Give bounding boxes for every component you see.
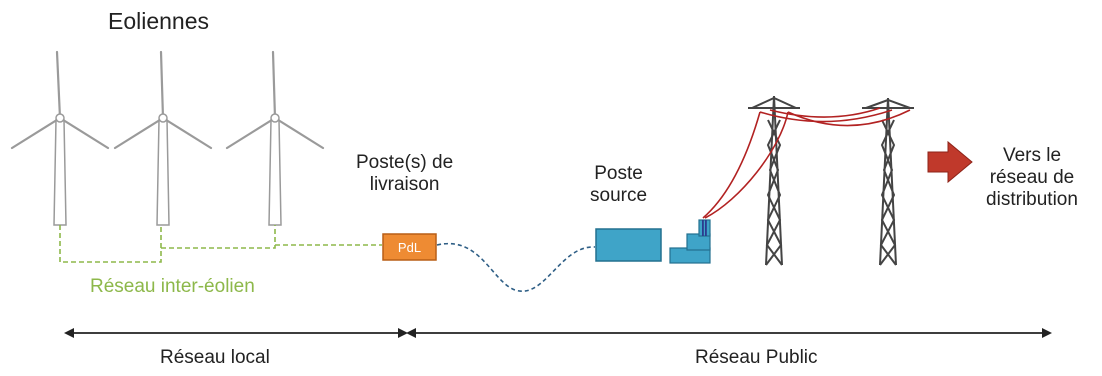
- pdl-label: PdL: [398, 240, 421, 255]
- wind-turbine-1: [10, 50, 110, 226]
- substation-building: [669, 219, 711, 264]
- poste-livraison-label: Poste(s) de livraison: [356, 152, 453, 196]
- poste-source-label: Poste source: [590, 163, 647, 207]
- local-network-range-arrow: [64, 328, 408, 338]
- poste-livraison-line-1: Poste(s) de: [356, 152, 454, 173]
- pylon-1: [748, 95, 800, 266]
- public-network-range-arrow: [406, 328, 1052, 338]
- poste-livraison-line-2: livraison: [369, 173, 440, 195]
- poste-source-line-1: Poste: [594, 163, 643, 184]
- vers-reseau-line-2: réseau de: [989, 166, 1075, 188]
- power-lines: [702, 107, 911, 219]
- pdl-box: [382, 233, 437, 261]
- poste-source-line-2: source: [590, 184, 648, 206]
- reseau-public-label: Réseau Public: [695, 347, 818, 368]
- reseau-inter-eolien-label: Réseau inter-éolien: [90, 276, 255, 297]
- pylon-2: [862, 97, 914, 266]
- vers-reseau-line-3: distribution: [986, 188, 1078, 210]
- vers-reseau-label: Vers le réseau de distribution: [972, 145, 1092, 211]
- turbines-title: Eoliennes: [108, 8, 210, 34]
- hv-cable: [436, 242, 596, 293]
- wind-turbine-3: [225, 50, 325, 226]
- inter-eolien-network: [59, 225, 382, 263]
- reseau-local-label: Réseau local: [160, 347, 270, 368]
- wind-turbine-2: [113, 50, 213, 226]
- vers-reseau-line-1: Vers le: [1002, 145, 1062, 166]
- poste-source-box: [595, 228, 662, 262]
- red-arrow-icon: [927, 140, 973, 184]
